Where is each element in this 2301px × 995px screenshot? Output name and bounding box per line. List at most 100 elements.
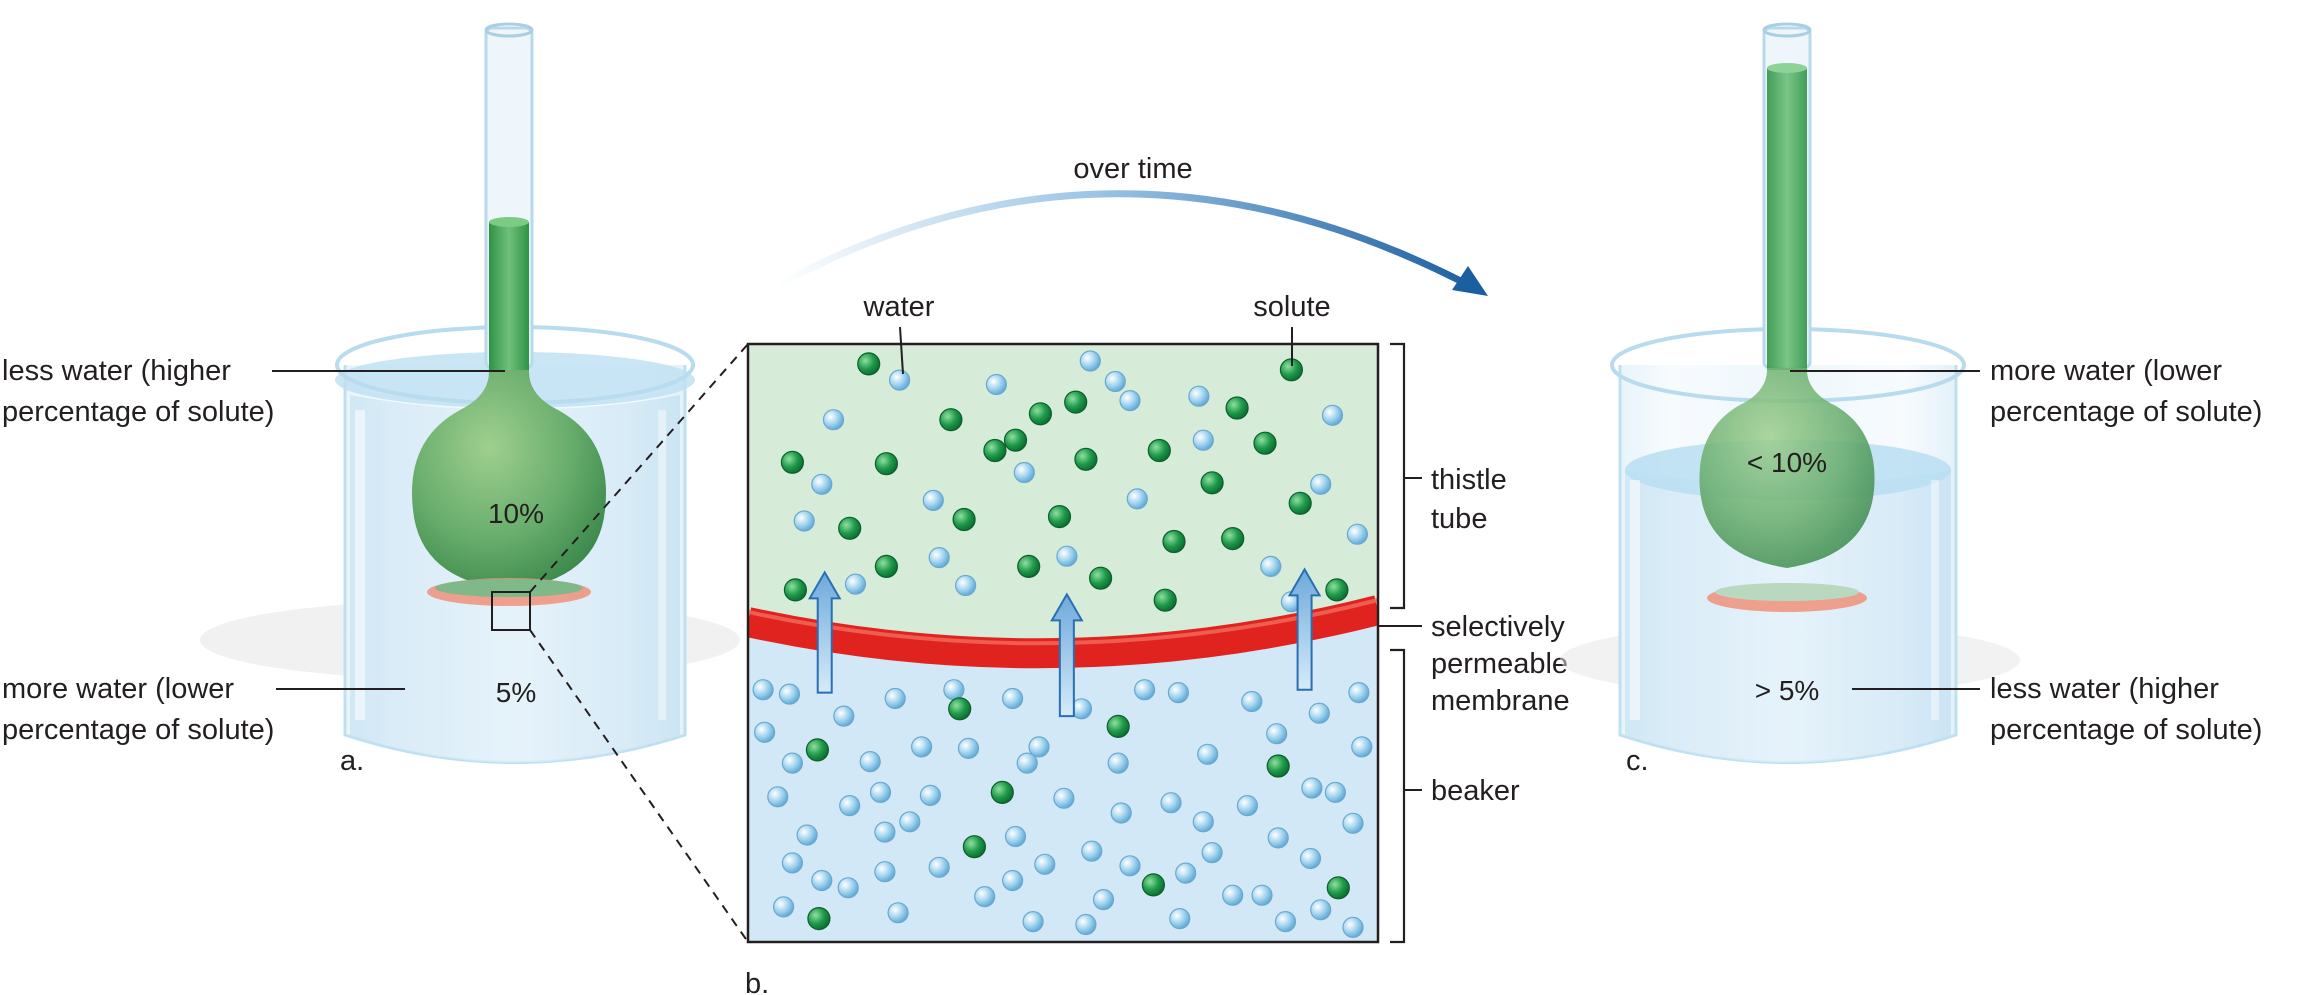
tube-c-label-line1: more water (lower xyxy=(1990,355,2222,387)
solute-molecule xyxy=(1064,390,1088,414)
solute-molecule xyxy=(1200,471,1224,495)
water-molecule xyxy=(1346,523,1369,545)
over-time-arrowhead xyxy=(1452,266,1488,296)
beaker-c-label-line1: less water (higher xyxy=(1990,673,2219,705)
water-molecule xyxy=(1222,884,1244,906)
water-molecule xyxy=(839,794,861,817)
solute-molecule xyxy=(1288,491,1312,515)
solute-label: solute xyxy=(1253,291,1330,323)
water-molecule xyxy=(1022,910,1044,933)
water-molecule xyxy=(811,869,833,892)
water-molecule xyxy=(1188,385,1210,407)
water-molecule xyxy=(974,885,996,908)
solute-molecule xyxy=(783,578,808,602)
water-molecule xyxy=(1013,461,1035,484)
water-molecule xyxy=(1034,853,1056,875)
water-molecule xyxy=(910,736,933,758)
water-molecule xyxy=(1310,899,1332,921)
solute-molecule xyxy=(983,438,1007,463)
water-molecule xyxy=(1081,840,1103,862)
solute-molecule xyxy=(1221,526,1245,551)
solute-molecule xyxy=(874,554,899,579)
water-molecule xyxy=(1308,702,1330,724)
water-molecule xyxy=(1126,488,1148,510)
water-molecule xyxy=(1167,681,1190,704)
water-molecule xyxy=(1348,681,1370,704)
water-molecule xyxy=(1175,862,1197,884)
zoom-line-top xyxy=(529,343,749,593)
water-molecule xyxy=(1324,781,1347,804)
water-molecule xyxy=(1192,429,1214,451)
water-molecule xyxy=(1053,787,1075,809)
water-molecule xyxy=(1016,752,1038,774)
tube-a-label-line1: less water (higher xyxy=(2,355,231,387)
water-molecule xyxy=(1119,390,1141,412)
water-molecule xyxy=(1001,687,1024,710)
tube-c-solution-column xyxy=(1767,68,1807,370)
solute-molecule xyxy=(1028,402,1053,426)
water-molecule xyxy=(1075,913,1097,936)
water-molecule xyxy=(772,896,795,918)
solute-molecule xyxy=(838,516,862,540)
water-molecule xyxy=(1267,827,1289,849)
water-molecule xyxy=(1056,545,1078,567)
membrane-label-line2: permeable xyxy=(1431,648,1568,680)
water-molecule xyxy=(1241,690,1263,713)
beaker-bracket xyxy=(1390,648,1406,944)
water-molecule xyxy=(888,369,911,391)
beaker-c-label-line2: percentage of solute) xyxy=(1990,714,2262,746)
zoom-box xyxy=(491,591,531,631)
tube-a-label-line2: percentage of solute) xyxy=(2,396,274,428)
solute-molecule xyxy=(1074,447,1098,471)
solute-molecule xyxy=(780,450,805,474)
water-molecule xyxy=(1342,812,1364,834)
water-molecule xyxy=(1119,855,1141,877)
solute-molecule xyxy=(1162,529,1186,554)
solute-molecule xyxy=(962,835,987,859)
solute-molecule xyxy=(1147,438,1171,463)
tube-c-label-line2: percentage of solute) xyxy=(1990,396,2262,428)
water-molecule xyxy=(1342,916,1364,939)
water-molecule xyxy=(753,721,776,743)
solute-molecule xyxy=(990,780,1014,805)
beaker-a-label-line1: more water (lower xyxy=(2,673,234,705)
panel-b-magnified-view: water solute thistle tube selectively pe… xyxy=(745,291,1570,995)
solute-molecule xyxy=(874,452,899,476)
water-molecule xyxy=(928,856,950,878)
water-molecule xyxy=(859,750,881,773)
solute-molecule xyxy=(1225,396,1249,420)
solute-molecule xyxy=(1141,873,1166,897)
solute-molecule xyxy=(807,906,831,931)
water-molecule xyxy=(811,473,833,495)
solute-molecule xyxy=(952,507,976,532)
water-molecule xyxy=(1079,350,1101,372)
water-molecule xyxy=(1197,743,1219,765)
panel-a-letter: a. xyxy=(340,745,364,777)
water-molecule xyxy=(793,510,815,532)
panel-c-letter: c. xyxy=(1626,745,1649,777)
water-molecule xyxy=(1092,888,1115,911)
beaker-region-label: beaker xyxy=(1431,775,1520,807)
water-label: water xyxy=(863,291,935,323)
solute-molecule xyxy=(1253,431,1277,455)
tube-c-bulb xyxy=(1699,368,1875,568)
lower-particles xyxy=(752,679,1373,939)
water-leader xyxy=(899,326,904,375)
water-molecule xyxy=(1299,847,1322,870)
water-flow-arrow xyxy=(807,570,842,694)
water-molecule xyxy=(822,409,845,431)
water-molecule xyxy=(1310,473,1332,495)
solute-molecule xyxy=(1017,554,1041,579)
solute-molecule xyxy=(805,738,830,762)
over-time-title: over time xyxy=(1073,153,1192,185)
tube-a-percent: 10% xyxy=(488,498,544,529)
water-flow-arrow xyxy=(1050,592,1084,718)
water-molecule xyxy=(1274,910,1297,933)
water-molecule xyxy=(1004,825,1027,848)
water-molecule xyxy=(1301,777,1323,799)
water-molecule xyxy=(922,489,944,511)
water-flow-arrow xyxy=(1287,567,1322,691)
beaker-c-percent: > 5% xyxy=(1755,675,1820,706)
solute-molecule xyxy=(948,697,972,721)
